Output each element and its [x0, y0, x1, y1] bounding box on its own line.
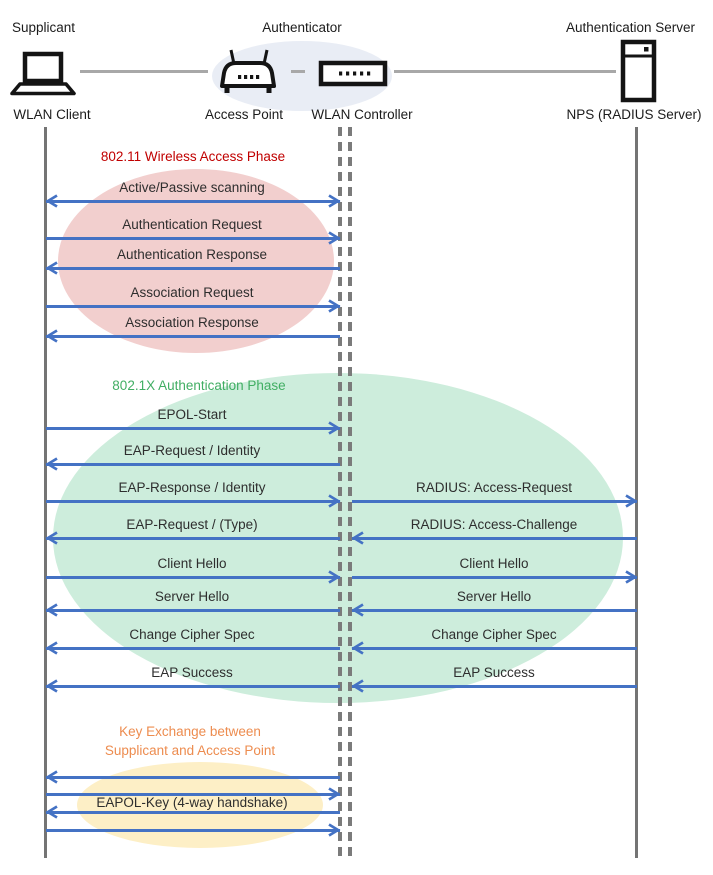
message-label: Association Request — [130, 285, 254, 300]
message-line — [46, 267, 340, 270]
message-line — [46, 500, 340, 503]
access-point-icon — [220, 49, 276, 93]
lifeline-radius-server — [635, 127, 638, 858]
lifeline-authenticator-dashed-1 — [338, 127, 342, 858]
arrowhead-left-icon — [45, 194, 58, 208]
arrowhead-left-icon — [45, 603, 58, 617]
lifeline-wlan-client — [44, 127, 47, 858]
message-line — [352, 685, 637, 688]
message-line — [46, 200, 340, 203]
message-line — [352, 576, 637, 579]
arrowhead-left-icon — [45, 805, 58, 819]
arrowhead-left-icon — [45, 329, 58, 343]
message-line — [352, 537, 637, 540]
message-line — [46, 427, 340, 430]
arrowhead-right-icon — [328, 570, 341, 584]
arrowhead-left-icon — [45, 261, 58, 275]
connector-line-right — [394, 70, 616, 73]
message-line — [46, 537, 340, 540]
arrowhead-left-icon — [45, 679, 58, 693]
message-line — [46, 776, 340, 779]
message-line — [46, 305, 340, 308]
message-line — [46, 793, 340, 796]
laptop-icon — [10, 51, 76, 96]
arrowhead-right-icon — [625, 570, 638, 584]
arrowhead-right-icon — [328, 194, 341, 208]
message-label: Server Hello — [456, 589, 532, 604]
message-line — [46, 335, 340, 338]
message-label: RADIUS: Access-Request — [415, 480, 573, 495]
message-label: Client Hello — [459, 556, 529, 571]
message-line — [46, 576, 340, 579]
phase3-title: Key Exchange between Supplicant and Acce… — [104, 724, 276, 758]
message-line — [46, 647, 340, 650]
message-label: Change Cipher Spec — [129, 627, 255, 642]
role-label-supplicant: Supplicant — [12, 20, 76, 35]
arrowhead-right-icon — [328, 231, 341, 245]
message-line — [46, 811, 340, 814]
arrowhead-left-icon — [351, 641, 364, 655]
message-label: EPOL-Start — [157, 407, 227, 422]
message-line — [46, 463, 340, 466]
phase1-title: 802.11 Wireless Access Phase — [100, 149, 286, 164]
server-icon — [620, 39, 657, 103]
message-label: Authentication Request — [122, 217, 262, 232]
message-label: EAP-Response / Identity — [118, 480, 266, 495]
message-line — [46, 685, 340, 688]
arrowhead-left-icon — [351, 603, 364, 617]
device-label-nps-radius-server: NPS (RADIUS Server) — [566, 107, 702, 122]
message-line — [46, 829, 340, 832]
message-label: Server Hello — [154, 589, 230, 604]
message-label: Client Hello — [157, 556, 227, 571]
lifeline-authenticator-dashed-2 — [348, 127, 352, 858]
message-line — [46, 609, 340, 612]
message-label: Active/Passive scanning — [119, 180, 265, 195]
device-label-wlan-client: WLAN Client — [13, 107, 91, 122]
message-line — [46, 237, 340, 240]
arrowhead-right-icon — [328, 787, 341, 801]
arrowhead-left-icon — [45, 457, 58, 471]
arrowhead-left-icon — [45, 531, 58, 545]
role-label-authentication-server: Authentication Server — [565, 20, 696, 35]
device-label-access-point: Access Point — [204, 107, 284, 122]
arrowhead-right-icon — [328, 299, 341, 313]
phase2-title: 802.1X Authentication Phase — [112, 378, 286, 393]
connector-dash-middle — [291, 70, 305, 73]
message-label: EAP Success — [453, 665, 535, 680]
arrowhead-right-icon — [625, 494, 638, 508]
device-label-wlan-controller: WLAN Controller — [311, 107, 413, 122]
message-label: EAP-Request / Identity — [123, 443, 261, 458]
message-label: EAP Success — [151, 665, 233, 680]
arrowhead-right-icon — [328, 421, 341, 435]
message-line — [352, 500, 637, 503]
message-line — [352, 609, 637, 612]
message-line — [352, 647, 637, 650]
arrowhead-left-icon — [45, 770, 58, 784]
connector-line-left — [80, 70, 208, 73]
message-label: EAP-Request / (Type) — [126, 517, 258, 532]
message-label: RADIUS: Access-Challenge — [410, 517, 578, 532]
role-label-authenticator: Authenticator — [262, 20, 342, 35]
message-label: Change Cipher Spec — [431, 627, 557, 642]
arrowhead-left-icon — [45, 641, 58, 655]
phase1-ellipse — [58, 169, 334, 353]
message-label: Authentication Response — [116, 247, 268, 262]
message-label: Association Response — [125, 315, 259, 330]
arrowhead-right-icon — [328, 494, 341, 508]
wlan-controller-icon — [318, 60, 388, 87]
arrowhead-left-icon — [351, 531, 364, 545]
arrowhead-left-icon — [351, 679, 364, 693]
arrowhead-right-icon — [328, 823, 341, 837]
message-label: EAPOL-Key (4-way handshake) — [96, 795, 288, 810]
